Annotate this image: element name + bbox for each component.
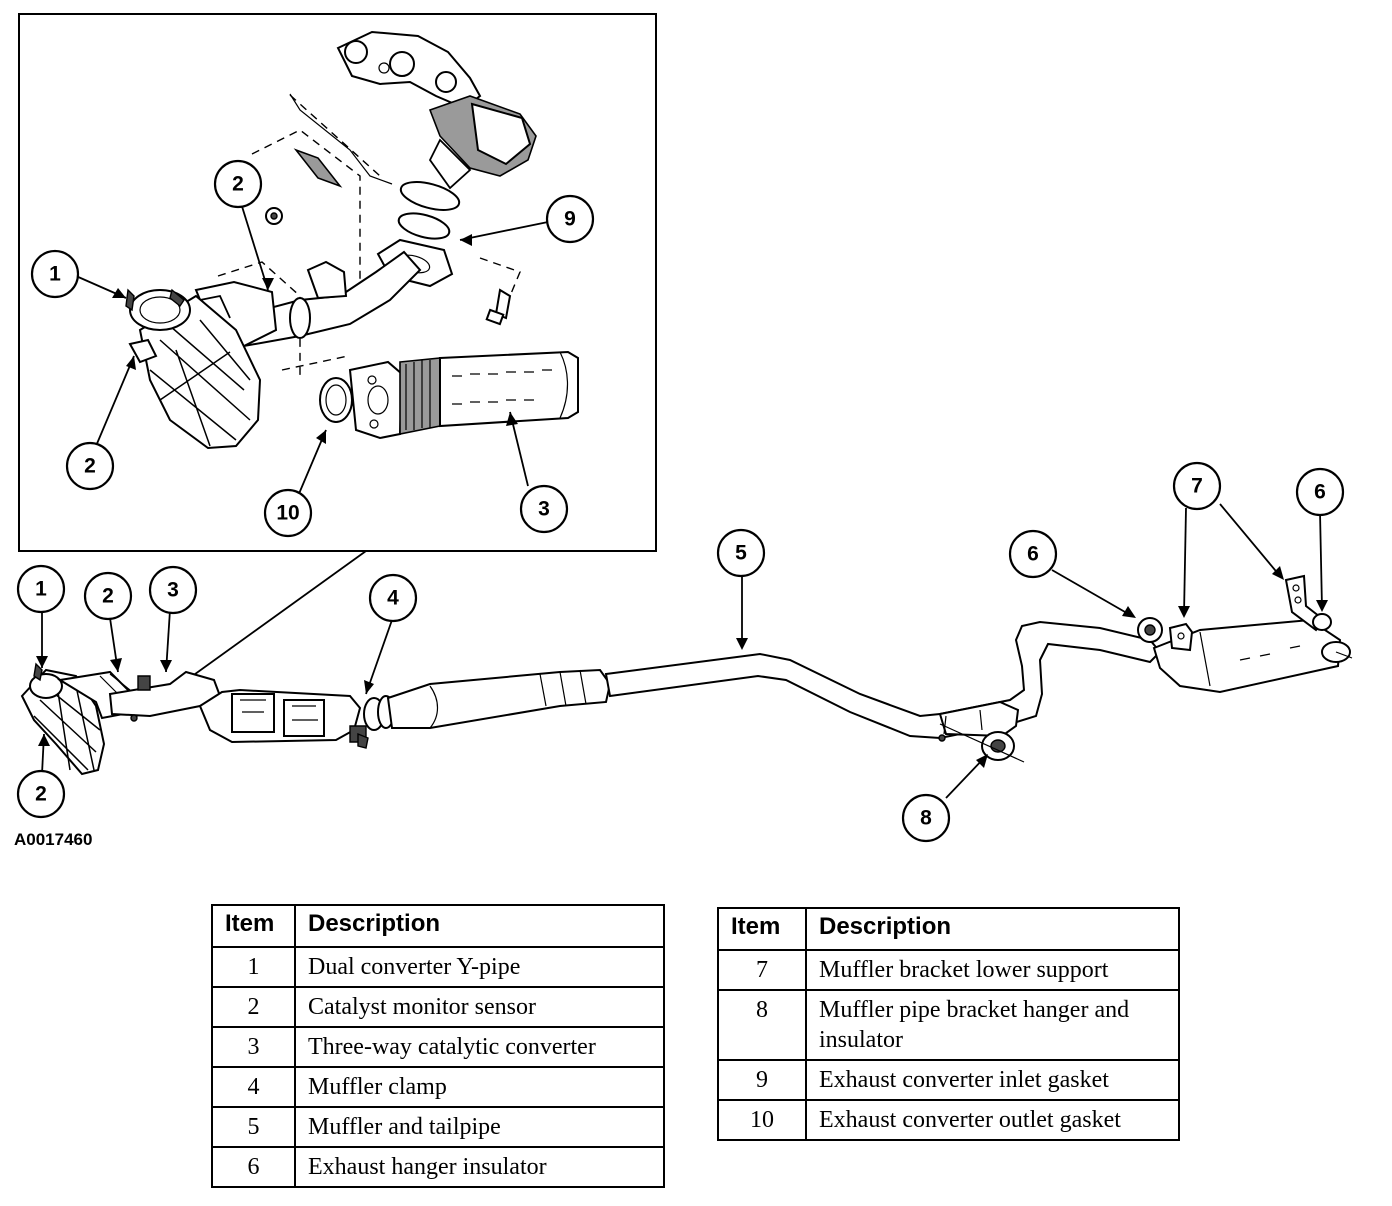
item-description: Three-way catalytic converter <box>294 1026 665 1068</box>
svg-text:8: 8 <box>920 807 932 830</box>
legend-table-right: Item Description 7 Muffler bracket lower… <box>717 907 1180 1141</box>
main-callout-8: 8 <box>901 793 951 843</box>
inset-callout-2-bottom: 2 <box>65 441 115 491</box>
table-row: 1 Dual converter Y-pipe <box>211 946 665 988</box>
item-number: 3 <box>211 1026 296 1068</box>
item-description: Muffler bracket lower support <box>805 949 1180 991</box>
inset-callout-3: 3 <box>519 484 569 534</box>
item-description: Muffler and tailpipe <box>294 1106 665 1148</box>
item-description: Dual converter Y-pipe <box>294 946 665 988</box>
dual-converter-y-pipe <box>20 662 222 776</box>
main-callout-5: 5 <box>716 528 766 578</box>
svg-text:3: 3 <box>538 498 550 521</box>
svg-text:10: 10 <box>276 502 299 525</box>
main-assembly: 1 2 3 2 4 5 6 7 <box>16 461 1353 843</box>
resonator <box>386 668 612 729</box>
table-row: 7 Muffler bracket lower support <box>717 949 1180 991</box>
main-callout-1: 1 <box>16 564 66 614</box>
item-number: 9 <box>717 1059 807 1101</box>
main-callout-6-left: 6 <box>1008 529 1058 579</box>
item-number: 4 <box>211 1066 296 1108</box>
svg-text:7: 7 <box>1191 475 1203 498</box>
item-number: 7 <box>717 949 807 991</box>
bolt <box>485 288 512 326</box>
main-callout-2-bottom: 2 <box>16 769 66 819</box>
svg-text:2: 2 <box>84 455 96 478</box>
table-row: 8 Muffler pipe bracket hanger and insula… <box>717 989 1180 1061</box>
svg-text:4: 4 <box>387 587 399 610</box>
exhaust-system-diagram: 1 2 2 9 10 3 <box>16 13 1353 843</box>
outlet-and-converter <box>319 350 579 440</box>
main-callout-4: 4 <box>368 573 418 623</box>
item-description: Catalyst monitor sensor <box>294 986 665 1028</box>
svg-text:2: 2 <box>102 585 114 608</box>
table-row: 5 Muffler and tailpipe <box>211 1106 665 1148</box>
table-row: 2 Catalyst monitor sensor <box>211 986 665 1028</box>
inset-detail: 1 2 2 9 10 3 <box>18 13 657 552</box>
item-number: 1 <box>211 946 296 988</box>
figure-id: A0017460 <box>14 830 93 849</box>
table-row: 9 Exhaust converter inlet gasket <box>717 1059 1180 1101</box>
inset-callout-9: 9 <box>545 194 595 244</box>
table-header-row: Item Description <box>717 907 1180 951</box>
svg-text:1: 1 <box>35 578 47 601</box>
main-callout-6-right: 6 <box>1295 467 1345 517</box>
svg-text:3: 3 <box>167 579 179 602</box>
svg-text:9: 9 <box>564 208 576 231</box>
main-callout-7: 7 <box>1172 461 1222 511</box>
inset-callout-1: 1 <box>30 249 80 299</box>
item-description: Muffler pipe bracket hanger and insulato… <box>805 989 1180 1061</box>
table-row: 10 Exhaust converter outlet gasket <box>717 1099 1180 1141</box>
item-description: Exhaust converter outlet gasket <box>805 1099 1180 1141</box>
exhaust-manifold <box>336 30 537 190</box>
description-header: Description <box>805 907 1180 951</box>
item-description: Muffler clamp <box>294 1066 665 1108</box>
svg-text:2: 2 <box>232 173 244 196</box>
item-number: 6 <box>211 1146 296 1188</box>
table-row: 3 Three-way catalytic converter <box>211 1026 665 1068</box>
item-description: Exhaust converter inlet gasket <box>805 1059 1180 1101</box>
item-number: 2 <box>211 986 296 1028</box>
inset-callout-2-top: 2 <box>213 159 263 209</box>
main-callout-2-top: 2 <box>83 571 133 621</box>
main-callout-3: 3 <box>148 565 198 615</box>
muffler-and-tailpipe <box>604 574 1353 763</box>
item-number: 5 <box>211 1106 296 1148</box>
item-number: 10 <box>717 1099 807 1141</box>
inset-callout-10: 10 <box>263 488 313 538</box>
description-header: Description <box>294 904 665 948</box>
svg-text:6: 6 <box>1314 481 1326 504</box>
svg-text:1: 1 <box>49 263 61 286</box>
svg-text:2: 2 <box>35 783 47 806</box>
item-header: Item <box>717 907 807 951</box>
table-row: 4 Muffler clamp <box>211 1066 665 1108</box>
three-way-catalytic-converter <box>198 688 367 744</box>
table-row: 6 Exhaust hanger insulator <box>211 1146 665 1188</box>
legend-table-left: Item Description 1 Dual converter Y-pipe… <box>211 904 665 1188</box>
svg-text:6: 6 <box>1027 543 1039 566</box>
inset-converter-cage <box>125 288 262 450</box>
table-header-row: Item Description <box>211 904 665 948</box>
item-header: Item <box>211 904 296 948</box>
item-description: Exhaust hanger insulator <box>294 1146 665 1188</box>
svg-text:5: 5 <box>735 542 747 565</box>
item-number: 8 <box>717 989 807 1061</box>
